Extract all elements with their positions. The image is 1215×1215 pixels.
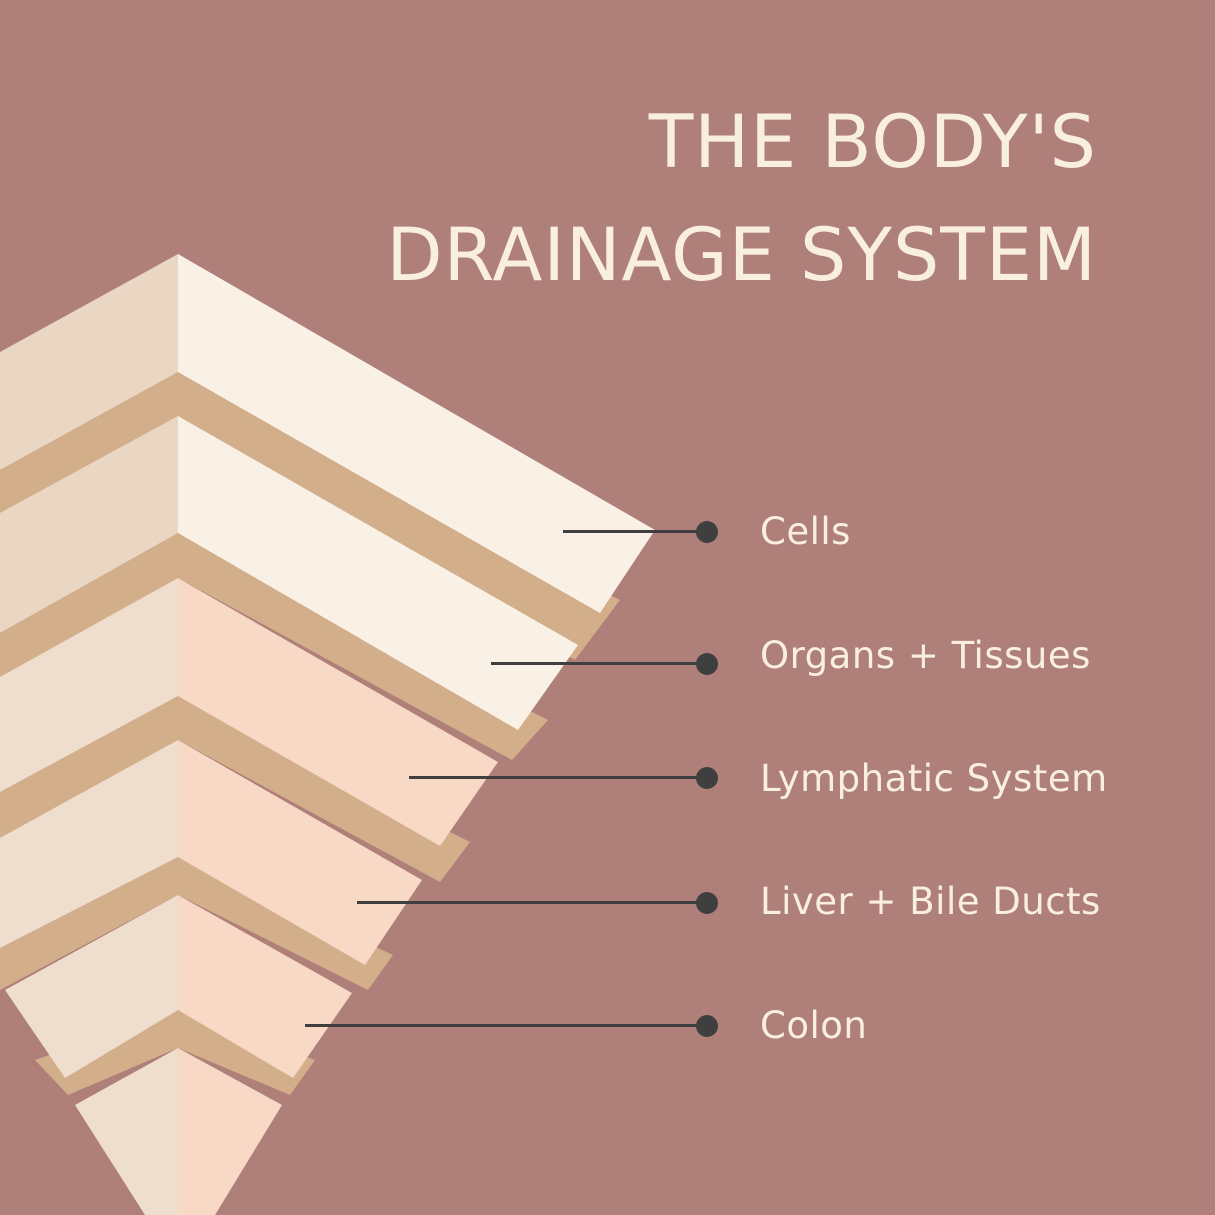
leader-dot — [696, 653, 718, 675]
layer-3-left-face — [0, 578, 178, 792]
layer-1-right-face — [178, 254, 655, 613]
leader-line — [357, 901, 708, 904]
layer-5-left-face — [5, 895, 178, 1078]
leader-dot — [696, 1015, 718, 1037]
leader-line — [563, 530, 708, 533]
leader-dot — [696, 767, 718, 789]
layer-label-colon: Colon — [760, 1004, 868, 1047]
layer-4-left-face — [0, 740, 178, 948]
leader-dot — [696, 521, 718, 543]
leader-line — [305, 1024, 708, 1027]
separator-band — [0, 533, 548, 760]
tip-right-face — [178, 1048, 282, 1215]
layer-2-left-face — [0, 416, 178, 633]
tip-left-face — [75, 1048, 178, 1215]
page-title: THE BODY'S DRAINAGE SYSTEM — [386, 86, 1097, 312]
layer-2-right-face — [178, 416, 578, 730]
separator-band — [0, 696, 470, 882]
layer-5-right-face — [178, 895, 352, 1078]
leader-line — [409, 776, 708, 779]
title-line-1: THE BODY'S — [648, 100, 1097, 185]
layer-label-cells: Cells — [760, 510, 851, 553]
layer-label-organs-tissues: Organs + Tissues — [760, 634, 1091, 677]
layer-label-lymphatic-system: Lymphatic System — [760, 757, 1108, 800]
layer-3-right-face — [178, 578, 498, 846]
leader-line — [491, 662, 708, 665]
layer-label-liver-bile-ducts: Liver + Bile Ducts — [760, 880, 1101, 923]
layer-1-left-face — [0, 254, 178, 470]
separator-band — [35, 1010, 315, 1095]
title-line-2: DRAINAGE SYSTEM — [386, 213, 1097, 298]
layer-4-right-face — [178, 740, 422, 965]
leader-dot — [696, 892, 718, 914]
